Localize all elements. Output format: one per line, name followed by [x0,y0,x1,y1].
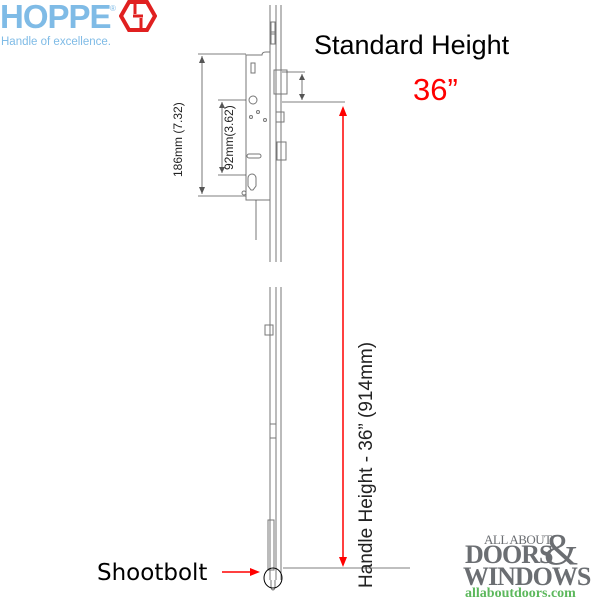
standard-height-value: 36” [413,72,458,107]
handle-height-label: Handle Height - 36” (914mm) [356,341,377,588]
page-title: Standard Height [314,30,510,60]
watermark-line1: ALL ABOUT [484,532,552,547]
hoppe-hex-icon [118,0,158,37]
backset-label: 92mm(3.62) [222,105,236,170]
watermark-url: allaboutdoors.com [465,586,576,601]
plate-length-label: 186mm (7.32) [171,102,185,177]
handle-height-arrow [339,106,347,567]
watermark-line2: DOORS [465,540,553,569]
shootbolt-arrow [222,567,283,589]
shootbolt-label: Shootbolt [97,560,208,586]
registered-mark: ® [110,4,116,13]
logo-tagline: Handle of excellence. [1,36,111,48]
hoppe-logo-text: HOPPE [0,0,112,35]
watermark-line3: WINDOWS [463,562,591,591]
watermark-ampersand: & [544,525,579,574]
